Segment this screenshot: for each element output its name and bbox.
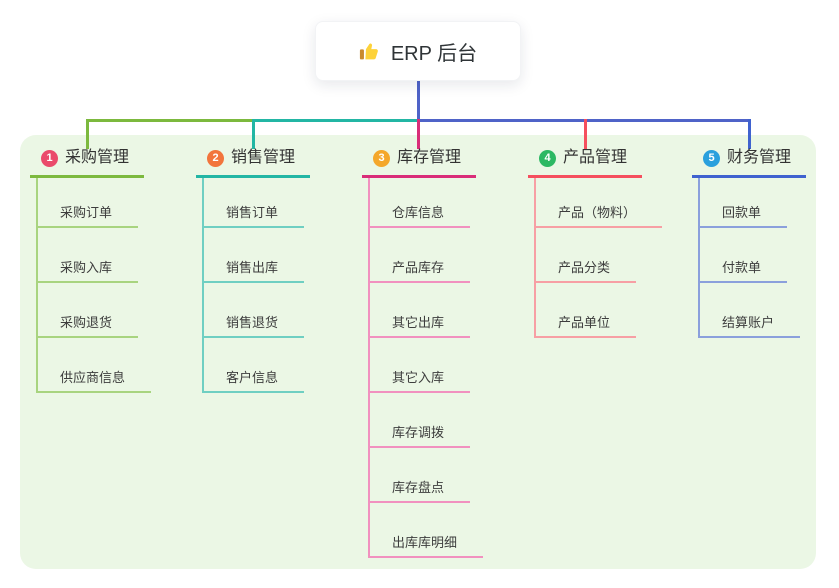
child-node-label: 采购订单	[60, 205, 113, 220]
branch-number-badge: 2	[207, 149, 224, 167]
child-node-label: 库存盘点	[392, 480, 445, 495]
connector-drop	[584, 119, 587, 149]
connector-drop	[417, 119, 420, 149]
branch-header[interactable]: 2 销售管理	[196, 147, 310, 178]
child-node-label: 产品分类	[558, 260, 611, 275]
branch: 2 销售管理 销售订单销售出库销售退货客户信息	[196, 147, 310, 393]
child-node[interactable]: 销售退货	[204, 283, 305, 338]
child-node[interactable]: 出库库明细	[370, 503, 484, 558]
connector-drop	[748, 119, 751, 149]
child-node[interactable]: 库存盘点	[370, 448, 471, 503]
child-node-label: 产品（物料）	[558, 205, 637, 220]
thumbs-up-icon	[359, 40, 381, 62]
branch-number-badge: 4	[539, 149, 556, 167]
child-node[interactable]: 产品（物料）	[536, 178, 663, 228]
branch-children: 采购订单采购入库采购退货供应商信息	[36, 178, 152, 393]
child-node[interactable]: 其它出库	[370, 283, 471, 338]
branch-label: 销售管理	[231, 149, 296, 166]
child-node-label: 供应商信息	[60, 370, 126, 385]
child-node[interactable]: 付款单	[700, 228, 788, 283]
child-node-label: 出库库明细	[392, 535, 458, 550]
branch-header[interactable]: 4 产品管理	[528, 147, 642, 178]
branch-children: 仓库信息产品库存其它出库其它入库库存调拨库存盘点出库库明细	[368, 178, 484, 558]
child-node[interactable]: 产品库存	[370, 228, 471, 283]
child-node[interactable]: 其它入库	[370, 338, 471, 393]
branch-label: 库存管理	[397, 149, 462, 166]
child-node[interactable]: 结算账户	[700, 283, 801, 338]
child-node-label: 结算账户	[722, 315, 775, 330]
child-node-label: 仓库信息	[392, 205, 445, 220]
child-node-label: 采购退货	[60, 315, 113, 330]
branch-number-badge: 5	[703, 149, 720, 167]
child-node[interactable]: 采购订单	[38, 178, 139, 228]
root-title: ERP 后台	[390, 42, 478, 65]
child-node-label: 其它出库	[392, 315, 445, 330]
branch: 4 产品管理 产品（物料） 产品分类产品单位	[528, 147, 663, 338]
branch: 5 财务管理 回款单付款单结算账户	[692, 147, 806, 338]
branches-background-panel	[20, 135, 816, 569]
child-node-label: 回款单	[722, 205, 762, 220]
connector-root-vertical	[417, 81, 420, 121]
child-node[interactable]: 销售出库	[204, 228, 305, 283]
child-node[interactable]: 产品分类	[536, 228, 637, 283]
child-node[interactable]: 客户信息	[204, 338, 305, 393]
branch-header[interactable]: 5 财务管理	[692, 147, 806, 178]
branch-header[interactable]: 1 采购管理	[30, 147, 144, 178]
branch-children: 销售订单销售出库销售退货客户信息	[202, 178, 310, 393]
branch-children: 回款单付款单结算账户	[698, 178, 806, 338]
child-node[interactable]: 销售订单	[204, 178, 305, 228]
connector-drop	[252, 119, 255, 149]
child-node[interactable]: 供应商信息	[38, 338, 152, 393]
connector-horizontal-mid	[252, 119, 419, 122]
branch: 1 采购管理 采购订单采购入库采购退货供应商信息	[30, 147, 152, 393]
child-node[interactable]: 回款单	[700, 178, 788, 228]
child-node[interactable]: 仓库信息	[370, 178, 471, 228]
child-node-label: 其它入库	[392, 370, 445, 385]
branch-label: 采购管理	[65, 149, 130, 166]
branch-children: 产品（物料） 产品分类产品单位	[534, 178, 663, 338]
branch: 3 库存管理 仓库信息产品库存其它出库其它入库库存调拨库存盘点出库库明细	[362, 147, 484, 558]
root-node[interactable]: ERP 后台	[315, 21, 521, 81]
child-node-label: 销售出库	[226, 260, 279, 275]
child-node[interactable]: 采购入库	[38, 228, 139, 283]
child-node-label: 产品库存	[392, 260, 445, 275]
branch-label: 财务管理	[727, 149, 792, 166]
child-node-label: 库存调拨	[392, 425, 445, 440]
child-node-label: 销售订单	[226, 205, 279, 220]
connector-horizontal-left	[86, 119, 254, 122]
branch-label: 产品管理	[563, 149, 628, 166]
child-node[interactable]: 库存调拨	[370, 393, 471, 448]
child-node[interactable]: 采购退货	[38, 283, 139, 338]
branch-header[interactable]: 3 库存管理	[362, 147, 476, 178]
connector-drop	[86, 119, 89, 149]
child-node-label: 销售退货	[226, 315, 279, 330]
child-node[interactable]: 产品单位	[536, 283, 637, 338]
child-node-label: 付款单	[722, 260, 762, 275]
child-node-label: 采购入库	[60, 260, 113, 275]
branch-number-badge: 3	[373, 149, 390, 167]
branch-number-badge: 1	[41, 149, 58, 167]
child-node-label: 客户信息	[226, 370, 279, 385]
child-node-label: 产品单位	[558, 315, 611, 330]
